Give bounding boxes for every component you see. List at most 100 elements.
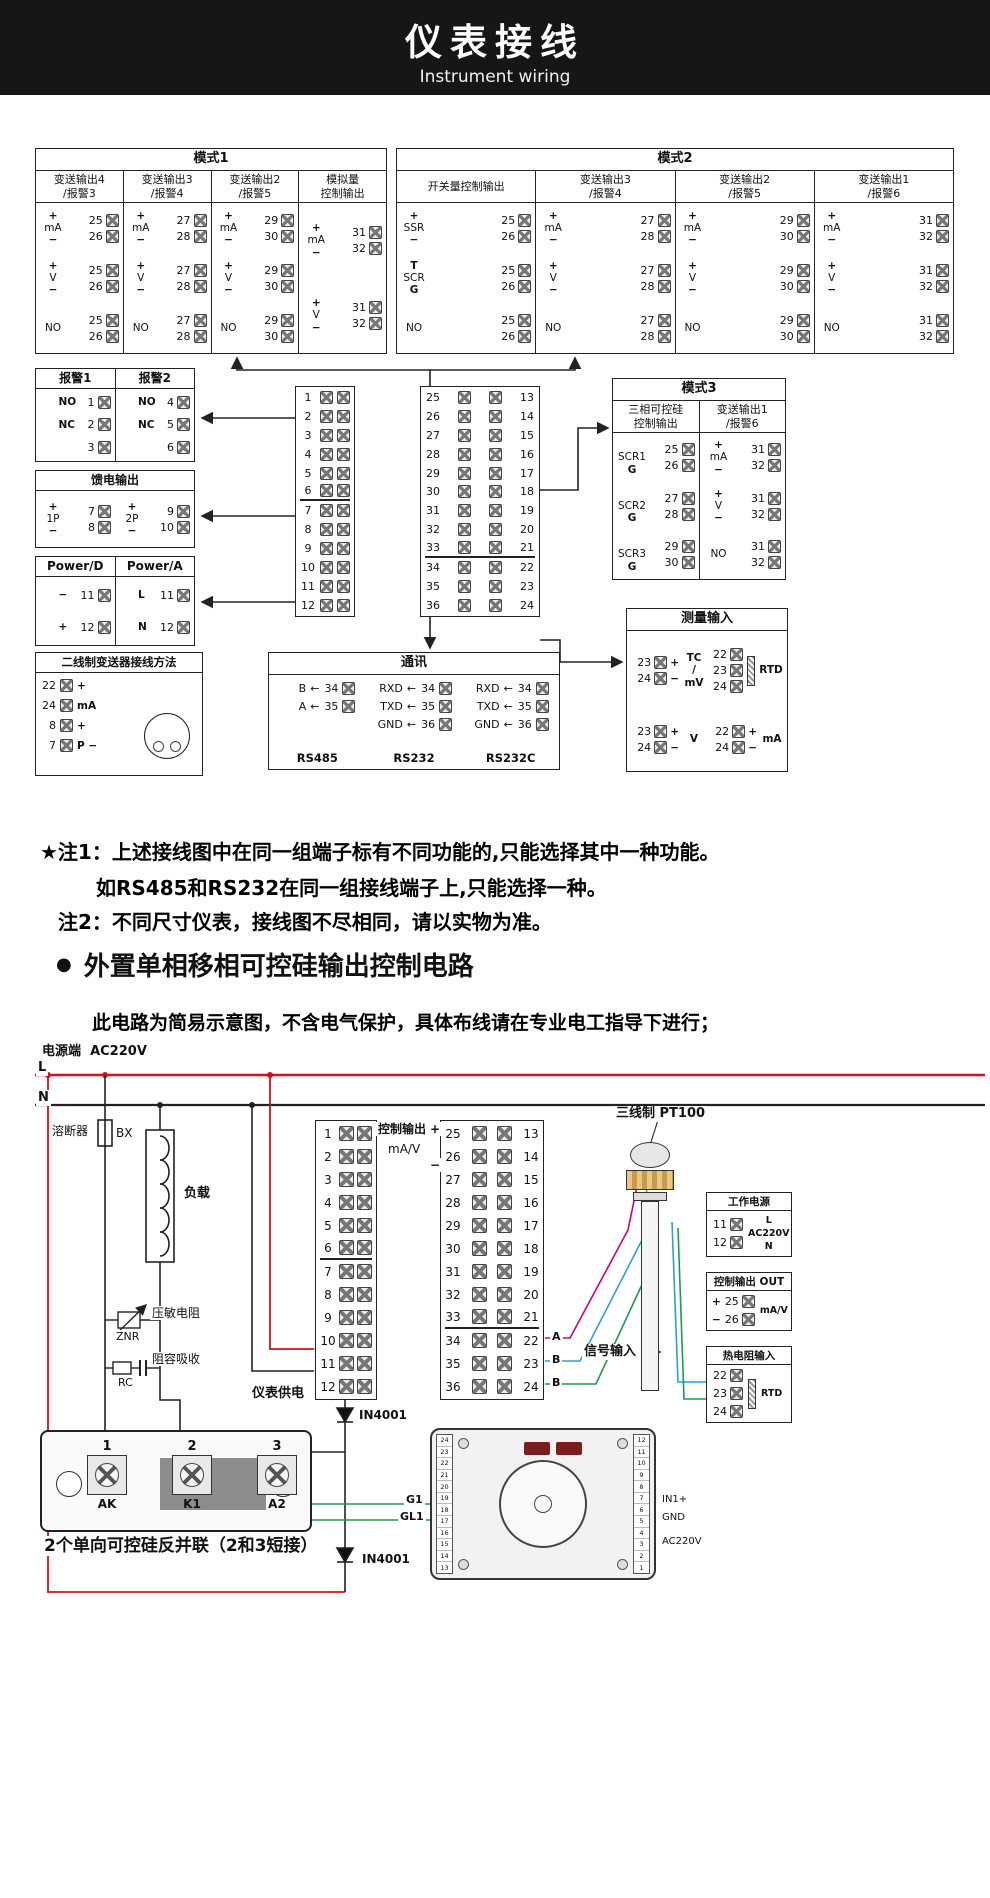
scr-terminal: 2 K1 [171,1439,213,1511]
power-d-header: Power/D [36,557,116,576]
terminal-screw-icon [320,466,333,480]
terminal-screw-icon [337,447,350,461]
terminal-number: 36 [445,1379,461,1394]
terminal-number: 25 [426,390,440,404]
terminal-number: 31 [445,1264,461,1279]
terminal-screw-icon [177,441,190,455]
terminal-number: 26 [88,229,103,243]
terminal-number: 27 [176,313,191,327]
terminal-screw-icon [105,213,119,227]
terminal-screw-icon [357,1172,372,1187]
terminal-screw-icon [741,1295,755,1308]
terminal-screw-icon [730,1405,743,1418]
terminal-screw-icon [730,1218,743,1231]
feed-pair: + 2P − 9 10 [115,491,194,547]
terminal-screw-icon [657,213,671,227]
terminal-number: 32 [919,279,933,293]
wire-mark: P − [77,739,98,752]
diode2-label: IN4001 [360,1552,412,1567]
signal-label: mA [219,221,238,234]
gate-gl1-label: GL1 [398,1510,426,1524]
mode1-box: 模式1 变送输出4 /报警3 + mA − [35,148,387,354]
terminal-number: 28 [640,279,655,293]
wire-mark: mA [77,699,97,712]
terminal-number: 9 [167,504,174,518]
signal-group: + SSR − 25 26 [397,203,535,253]
terminal-screw-icon [768,442,781,456]
work-power-box: 工作电源 11 12 L AC220V N [706,1192,792,1257]
terminal-screw-icon [357,1149,372,1164]
terminal-screw-icon [535,718,549,731]
terminal-screw-icon [936,313,949,327]
terminal-screw-icon [458,523,472,537]
note-1: ★注1：上述接线图中在同一组端子标有不同功能的,只能选择其中一种功能。 [40,840,720,864]
terminal-screw-icon [337,523,350,537]
polarity-plus: + [311,297,321,310]
terminal-screw-icon [730,648,743,661]
polarity-minus: − [224,234,233,247]
terminal-screw-icon [105,229,119,243]
terminal-screw-icon [471,1379,487,1394]
feed-pair-label: 1P [46,512,60,525]
terminal-number: 7 [49,739,56,752]
column-label-line2: /报警3 [63,186,96,200]
note-2: 注2：不同尺寸仪表，接线图不尽相同，请以实物为准。 [58,910,552,934]
terminal-screw-icon [730,680,743,693]
terminal-screw-icon [339,1310,354,1325]
terminal-screw-icon [177,620,190,634]
terminal-number: 27 [176,213,191,227]
terminal-number: 20 [519,523,534,537]
comm-standard-label: RS485 [296,751,338,765]
device-terminal-number: 5 [634,1516,649,1528]
volt-input-group: 23+24− V [637,725,699,754]
terminal-screw-icon [741,1313,755,1326]
device-terminal-number: 8 [634,1481,649,1493]
terminal-screw-icon [180,1463,204,1487]
terminal-number: 6 [304,484,312,498]
terminal-screw-icon [281,263,295,277]
terminal-number: 7 [88,504,95,518]
output-column: 变送输出2 /报警5 + mA − 29 [211,171,300,353]
terminal-screw-icon [105,329,119,343]
terminal-screw-icon [193,263,207,277]
terminal-screw-icon [281,229,295,243]
signal-label: NO [405,321,423,334]
terminal-number: 33 [426,541,440,555]
terminal-screw-icon [471,1356,487,1371]
terminal-screw-icon [177,588,190,602]
terminal-number: 24 [713,1405,727,1418]
comm-standard-label: RS232 [393,751,435,765]
terminal-screw-icon [730,1236,743,1249]
device-terminal-number: 20 [437,1481,452,1493]
terminal-screw-icon [488,409,502,423]
arrow-left-icon: ← [503,718,513,731]
output-column: 开关量控制输出 + SSR − 25 [397,171,537,353]
terminal-number: 10 [320,1333,336,1348]
terminal-row: 7 [300,501,350,520]
arrow-left-icon: ← [310,682,320,695]
terminal-screw-icon [342,682,356,695]
terminal-number: 31 [426,504,440,518]
signal-label: mA [823,221,841,234]
signal-label: NO [684,321,701,334]
terminal-screw-icon [339,1379,354,1394]
terminal-screw-icon [357,1287,372,1302]
device-terminal-number: 24 [437,1435,452,1447]
load-label: 负载 [182,1186,213,1202]
mode3-columns: 三相可控硅 控制输出 SCR1 G 25 [613,401,785,579]
device-terminal-number: 10 [634,1458,649,1470]
supply-label: 仪表供电 [250,1386,307,1402]
terminal-screw-icon [657,313,671,327]
screw-icon [458,1438,469,1449]
terminal-screw-icon [488,579,502,593]
terminal-screw-icon [796,329,810,343]
terminal-number: 32 [352,317,366,330]
terminal-row: 7 [320,1260,372,1283]
terminal-row: 8 [300,520,350,539]
mounting-hole [56,1471,82,1497]
